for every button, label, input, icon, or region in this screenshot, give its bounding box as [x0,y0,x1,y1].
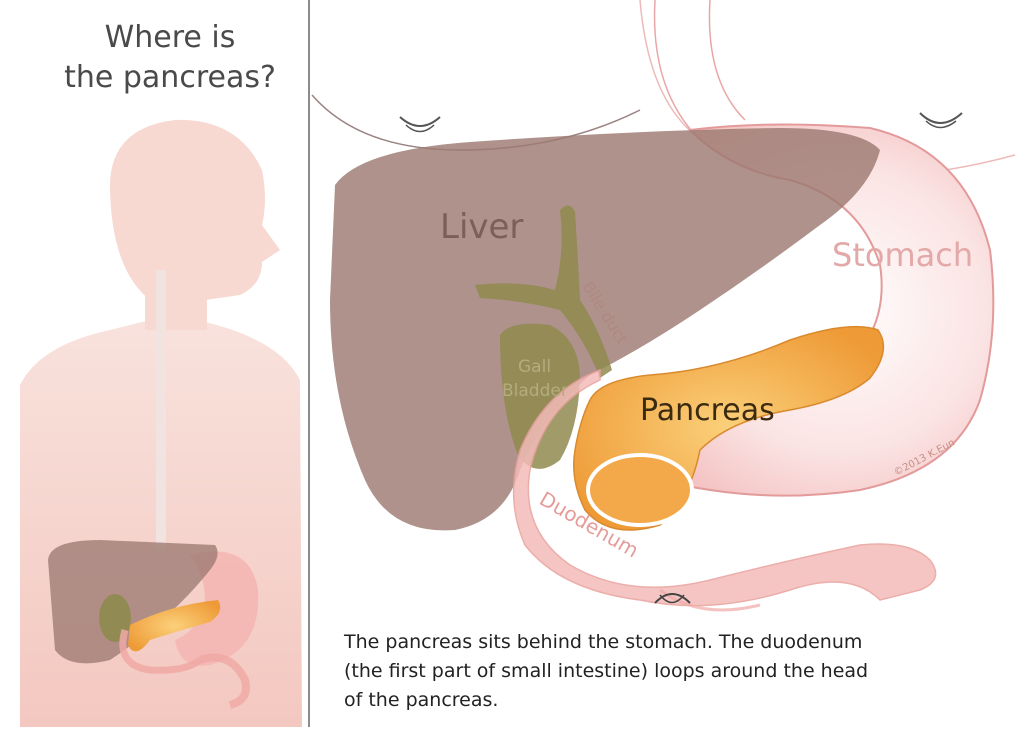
left-body-illustration [20,120,302,727]
head-silhouette [110,120,280,300]
gall-bladder-label-line2: Bladder [502,381,568,401]
title-line-2: the pancreas? [40,58,300,98]
caption-line-3: of the pancreas. [344,686,1004,715]
caption-line-2: (the first part of small intestine) loop… [344,657,1004,686]
pancreas-head [588,455,692,525]
pancreas-label: Pancreas [640,393,775,428]
stomach-label: Stomach [832,236,973,274]
title-line-1: Where is [40,18,300,58]
esophagus-detail [655,0,745,140]
organ-illustration [312,0,1015,610]
esophagus [156,270,166,550]
where-is-pancreas-title: Where is the pancreas? [40,18,300,98]
navel-mark-top-left [400,117,440,126]
caption-line-1: The pancreas sits behind the stomach. Th… [344,628,1004,657]
caption: The pancreas sits behind the stomach. Th… [344,628,1004,715]
gall-bladder-label-line1: Gall [518,357,551,377]
liver-label: Liver [440,207,523,247]
